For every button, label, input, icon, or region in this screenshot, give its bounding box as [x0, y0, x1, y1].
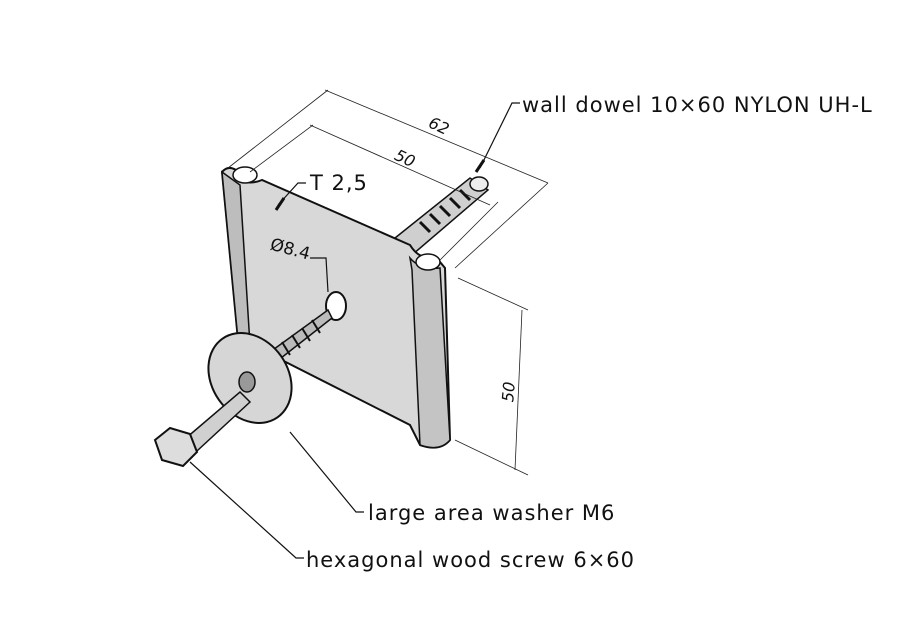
- label-washer: large area washer M6: [368, 501, 615, 525]
- label-screw: hexagonal wood screw 6×60: [306, 548, 635, 572]
- label-thickness: T 2,5: [309, 171, 368, 195]
- wall-dowel: [393, 176, 490, 257]
- leader-lines: [189, 102, 520, 559]
- dim-overall-width: 62: [426, 113, 452, 139]
- dimension-lines: [227, 89, 549, 476]
- angle-bracket-plate: [220, 166, 452, 449]
- dim-height: 50: [498, 381, 519, 403]
- label-wall-dowel: wall dowel 10×60 NYLON UH-L: [522, 93, 873, 117]
- wood-screw: [269, 308, 333, 364]
- hex-screw-head: [153, 390, 252, 468]
- dim-hole-spacing: 50: [392, 145, 418, 171]
